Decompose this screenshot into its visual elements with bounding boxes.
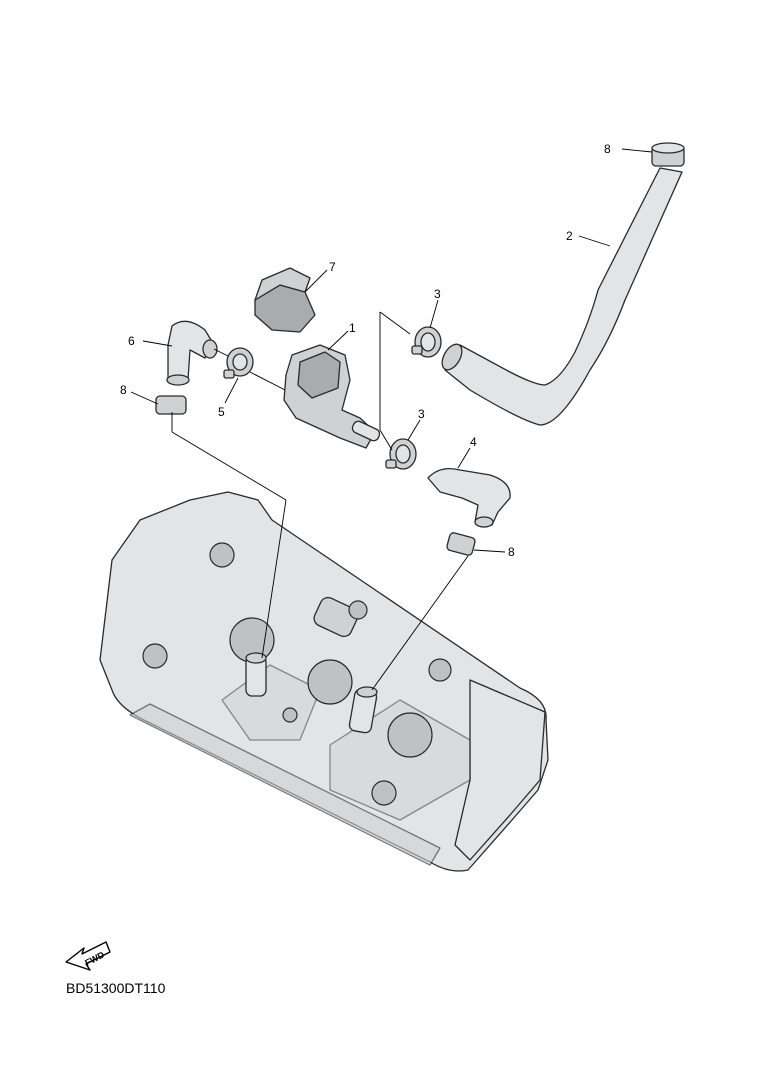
hose-clamp-5 <box>223 347 254 379</box>
hose-clip-8-right <box>446 532 476 556</box>
diagram-code: BD51300DT110 <box>66 980 166 996</box>
hose-clamp-3-lower <box>385 438 417 470</box>
hose-clamp-3-upper <box>411 326 442 358</box>
callout-6: 6 <box>128 334 135 348</box>
hose-4 <box>427 467 511 528</box>
hose-clip-8-left <box>155 395 187 415</box>
hose-2 <box>441 167 683 426</box>
callout-3-upper: 3 <box>434 287 441 301</box>
callout-8-right: 8 <box>508 545 515 559</box>
fwd-arrow-icon: FWD <box>65 941 111 971</box>
callout-2: 2 <box>566 229 573 243</box>
hose-clip-8-top <box>651 142 685 167</box>
callout-8-left: 8 <box>120 383 127 397</box>
callout-8-top: 8 <box>604 142 611 156</box>
hose-6 <box>166 320 218 386</box>
cover-nozzle-left <box>245 652 267 697</box>
callout-3-lower: 3 <box>418 407 425 421</box>
air-cut-valve-1 <box>283 344 381 449</box>
callout-1: 1 <box>349 321 356 335</box>
callout-4: 4 <box>470 435 477 449</box>
cylinder-head-cover <box>99 491 549 872</box>
callout-7: 7 <box>329 260 336 274</box>
callout-5: 5 <box>218 405 225 419</box>
cap-7 <box>254 267 316 333</box>
leader-lines <box>130 148 653 691</box>
